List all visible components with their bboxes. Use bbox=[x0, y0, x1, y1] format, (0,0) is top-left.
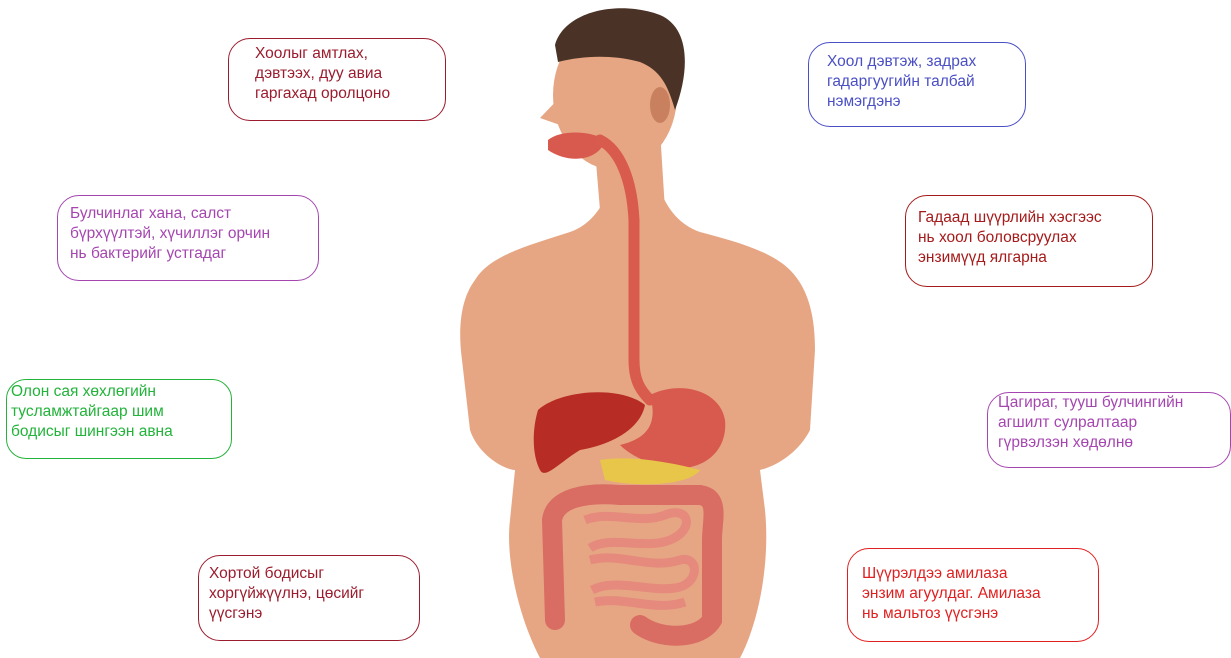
ear bbox=[650, 87, 670, 123]
label-small-intestine: Олон сая хөхлөгийн тусламжтайгаар шим бо… bbox=[6, 379, 232, 459]
label-liver: Хортой бодисыг хоргүйжүүлнэ, цөсийг үүсг… bbox=[198, 555, 420, 641]
label-esophagus: Цагираг, тууш булчингийн агшилт сулралта… bbox=[987, 392, 1231, 468]
label-salivary-gland: Шүүрэлдээ амилаза энзим агуулдаг. Амилаз… bbox=[847, 548, 1099, 642]
label-stomach-surface: Хоол дэвтэж, задрах гадаргуугийн талбай … bbox=[808, 42, 1026, 127]
label-mouth-function: Хоолыг амтлах, дэвтээх, дуу авиа гаргаха… bbox=[228, 38, 446, 121]
label-stomach-wall: Булчинлаг хана, салст бүрхүүлтэй, хүчилл… bbox=[57, 195, 319, 281]
nose bbox=[540, 95, 562, 125]
label-pancreas: Гадаад шүүрлийн хэсгээс нь хоол боловсру… bbox=[905, 195, 1153, 287]
